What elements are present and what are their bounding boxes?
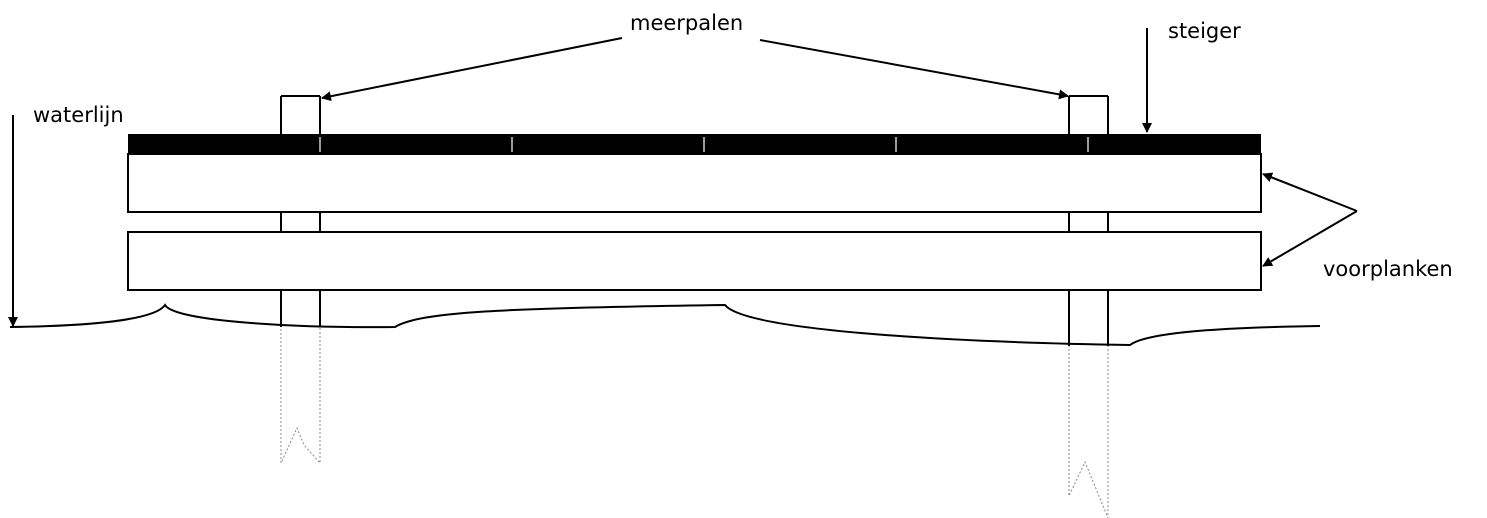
jetty-deck [128, 134, 1261, 154]
mooring-post-right [1068, 95, 1109, 346]
front-plank-bottom [127, 231, 1262, 291]
arrow-voorplanken-bottom [1262, 210, 1358, 267]
label-waterlijn: waterlijn [33, 103, 124, 127]
label-meerpalen: meerpalen [630, 11, 743, 35]
post-right-underwater [1068, 345, 1109, 518]
waterline-curve [9, 303, 1321, 347]
annotation-arrows [8, 28, 1358, 327]
arrow-meerpalen-right [759, 39, 1069, 100]
deck-joints [319, 137, 1089, 152]
front-plank-top [127, 153, 1262, 213]
label-voorplanken: voorplanken [1323, 257, 1453, 281]
arrow-voorplanken-top [1262, 172, 1358, 212]
post-left-underwater [280, 325, 321, 465]
arrow-meerpalen-left [321, 37, 623, 102]
label-steiger: steiger [1168, 19, 1241, 43]
